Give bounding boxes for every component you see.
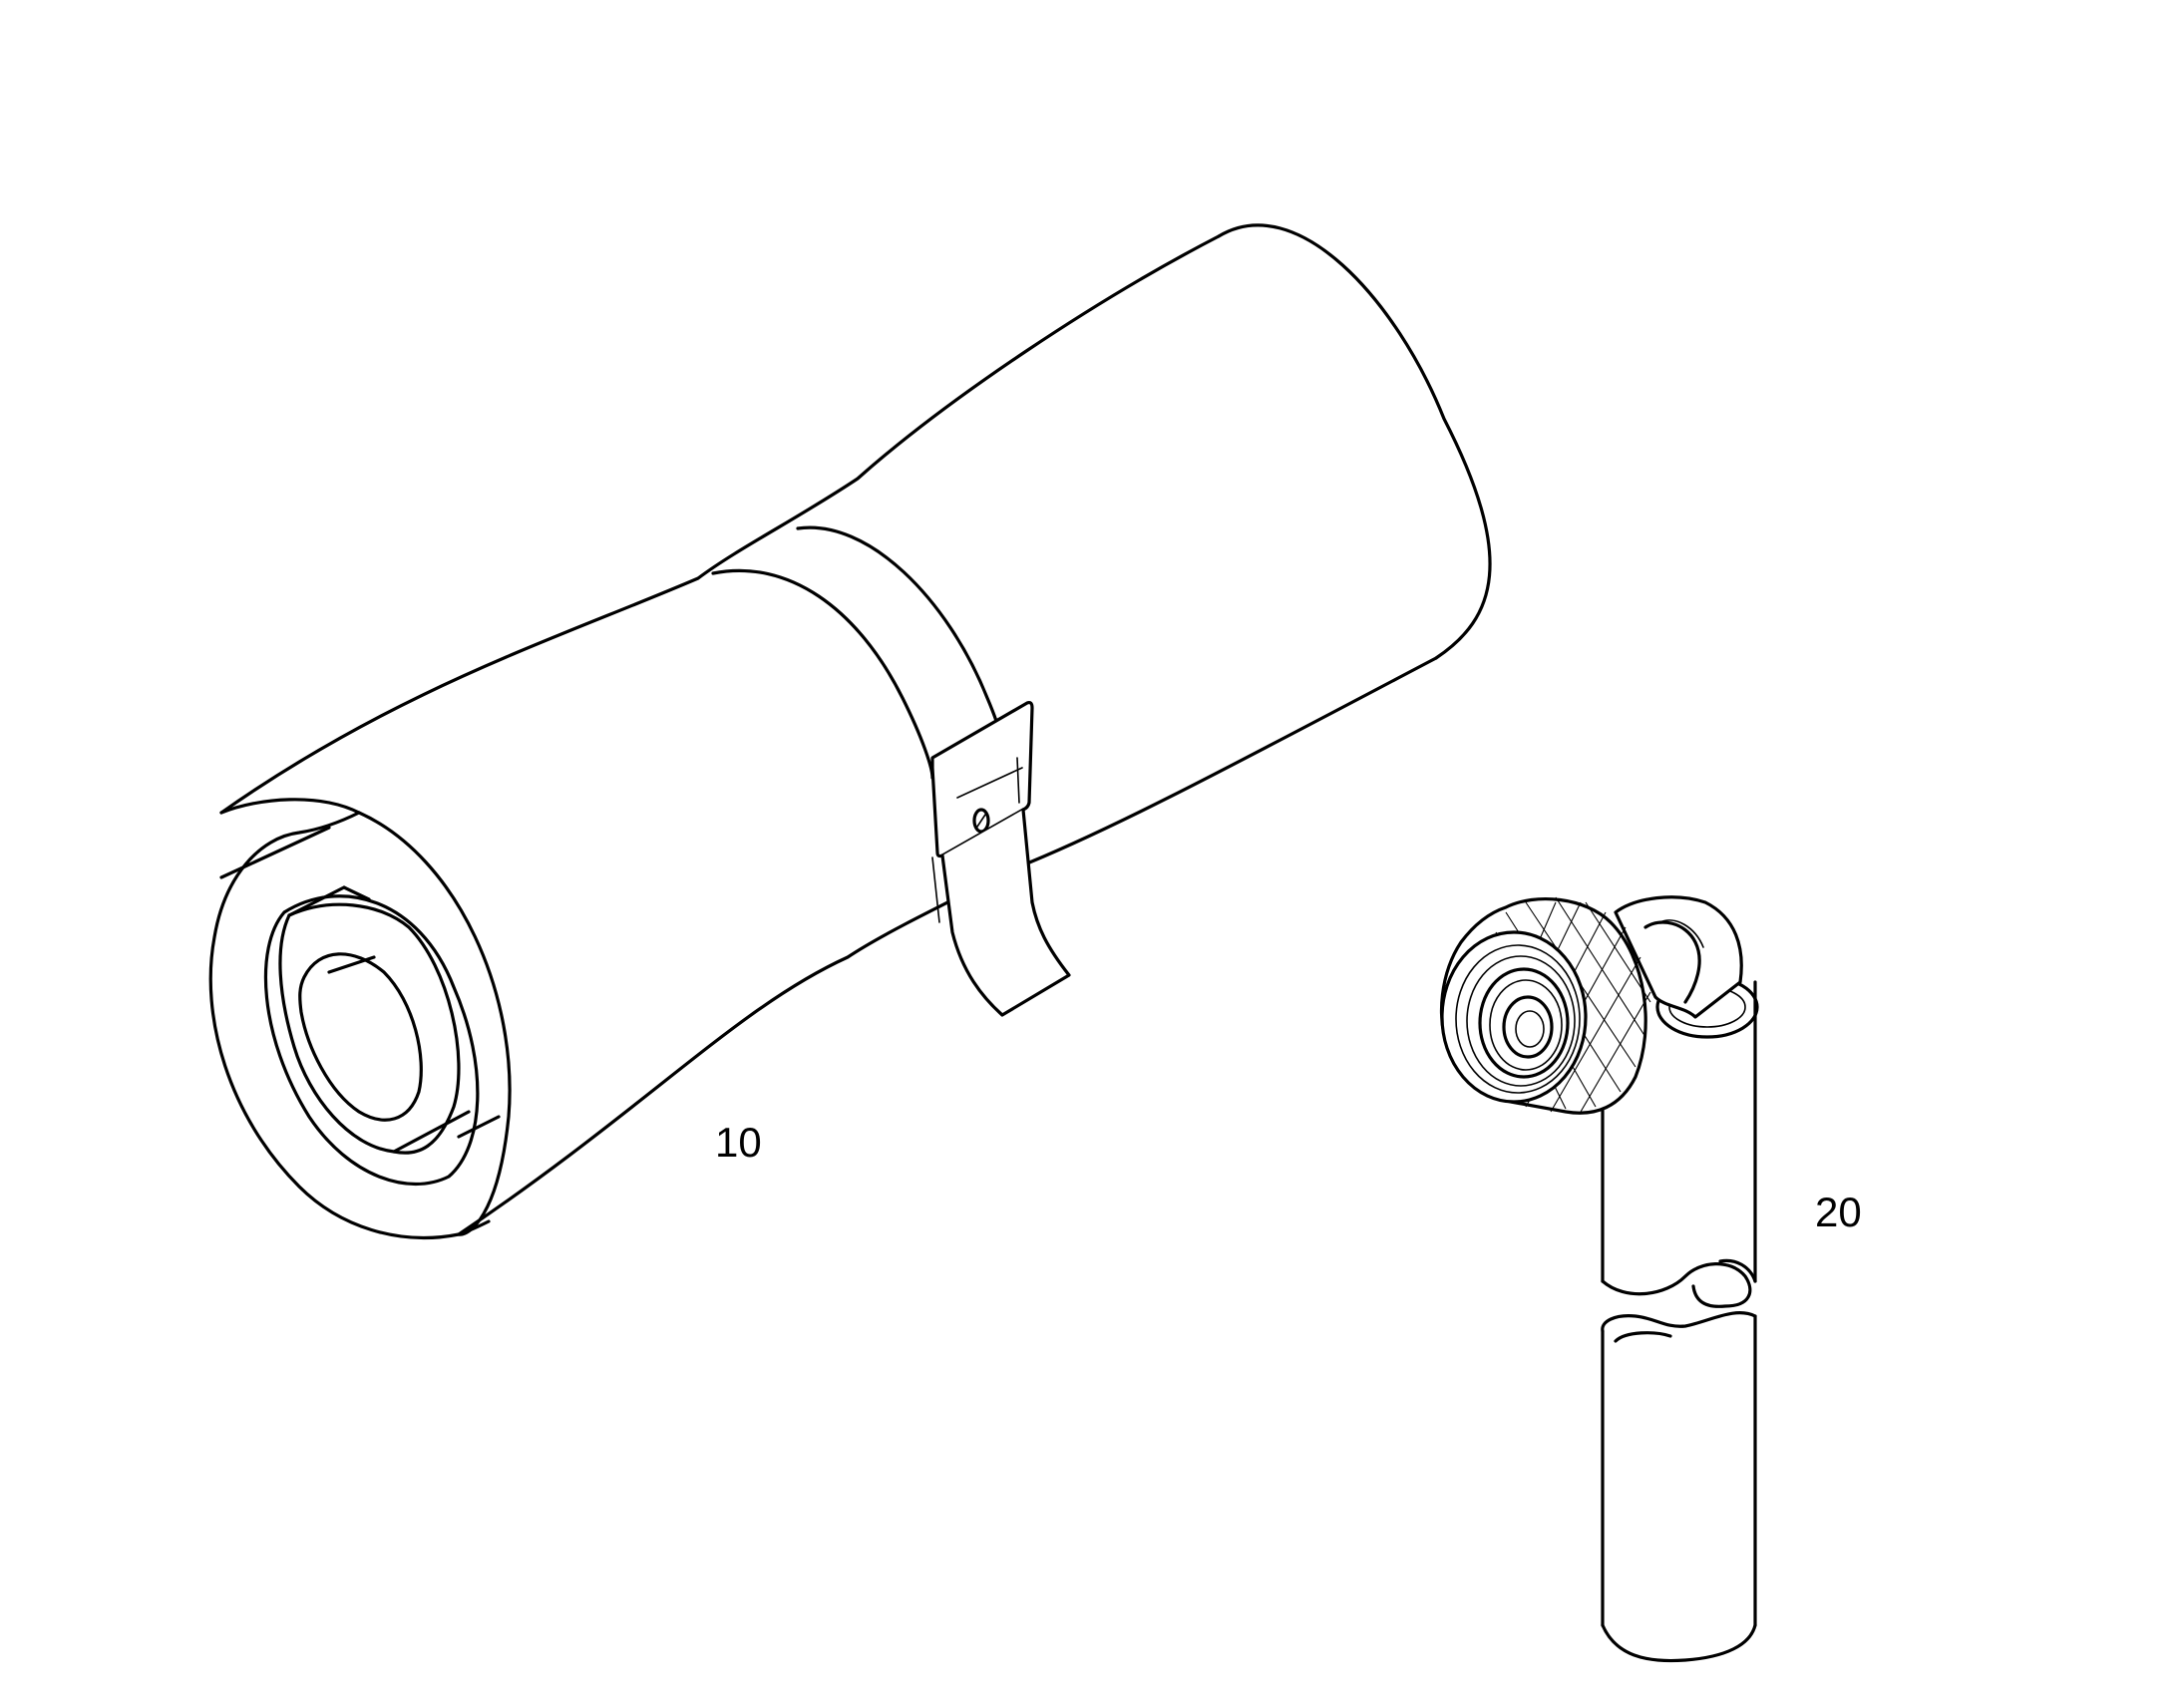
elbow-bend-collar-2	[1659, 919, 1704, 948]
nut-bore	[1502, 995, 1554, 1059]
insulation-layer-edge	[219, 826, 331, 879]
pipe-lower-break	[1601, 1311, 1757, 1333]
core-pipe-edge-top-2	[327, 955, 376, 974]
nut-face-ring-4	[1489, 979, 1563, 1071]
jacket-top-edge	[219, 234, 1221, 815]
core-pipe-outer	[278, 902, 461, 1155]
clamp-plate-fold	[1016, 757, 1020, 804]
nut-bore-inner	[1515, 1010, 1545, 1048]
strap-tail-inner	[931, 856, 940, 923]
jacket-bottom-edge	[457, 656, 1438, 1236]
nut-face-ring-3	[1478, 967, 1570, 1079]
core-pipe-bore	[298, 952, 423, 1122]
strap-tail	[940, 808, 1071, 1017]
jacket-overlap-flap	[219, 798, 361, 815]
jacket-near-bottom-link	[457, 1219, 491, 1236]
band-clamp	[711, 525, 1071, 1017]
core-pipe-edge-top	[287, 885, 346, 917]
nut-face-ring-2	[1466, 955, 1576, 1087]
insulation-layer-edge-2	[457, 1115, 501, 1139]
band-left-edge	[711, 568, 934, 780]
pipe-upper-break-2	[1718, 1258, 1757, 1283]
pipe-lower-break-inner	[1614, 1331, 1672, 1343]
insulated-pipe	[208, 223, 1492, 1240]
nut-face-ring-1	[1455, 944, 1581, 1094]
jacket-far-end	[1217, 223, 1492, 660]
clamp-plate-fold-2	[956, 767, 1023, 799]
reference-numeral-fitting: 20	[1815, 1189, 1862, 1235]
reference-numeral-pipe: 10	[715, 1119, 762, 1166]
insulation-outer-ring	[263, 894, 480, 1186]
core-pipe-seam	[342, 885, 371, 901]
pipe-upper-break	[1601, 1262, 1752, 1308]
jacket-near-rim	[208, 811, 512, 1240]
clamp-plate	[930, 700, 1034, 858]
pipe-lower-bottom	[1601, 1623, 1757, 1663]
pipe-lower-body	[1601, 1314, 1757, 1627]
clamp-screw-slot	[976, 814, 986, 828]
core-pipe-edge-bottom	[392, 1110, 471, 1154]
elbow-fitting	[1439, 895, 1759, 1663]
pipe-upper-body	[1601, 980, 1757, 1283]
